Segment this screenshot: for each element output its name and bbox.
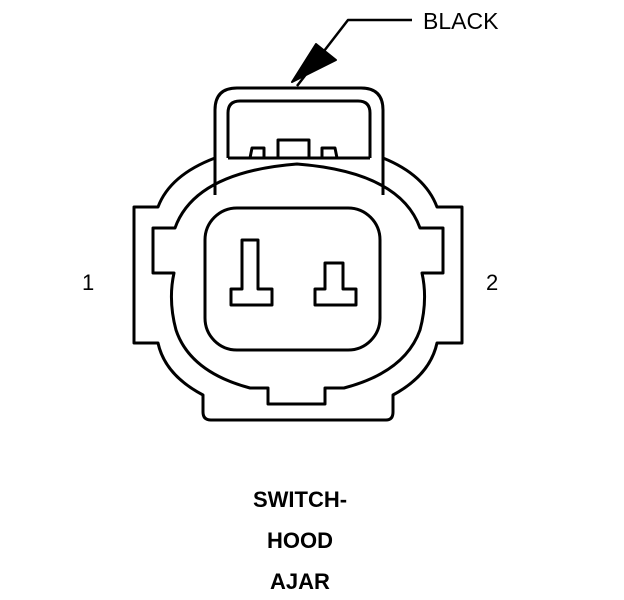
- pin-number-2: 2: [486, 270, 499, 295]
- latch-bump: [276, 138, 311, 158]
- terminal-1: [229, 238, 274, 307]
- pin-number-1: 1: [82, 270, 95, 295]
- caption-line-2: HOOD: [267, 528, 333, 553]
- latch-nub-left: [248, 146, 266, 159]
- terminal-cavity: [203, 206, 382, 352]
- latch-nub-right: [320, 146, 339, 159]
- wire-color-label: BLACK: [423, 8, 499, 34]
- caption-line-1: SWITCH-: [252, 487, 348, 512]
- leader-arrowhead: [291, 43, 337, 83]
- lock-tab-outer: [213, 86, 385, 195]
- connector-body-inner: [151, 162, 445, 406]
- connector-body-outer: [132, 156, 464, 422]
- lock-tab-inner: [226, 99, 372, 158]
- caption-line-3: AJAR: [270, 569, 330, 594]
- terminal-2: [313, 261, 358, 307]
